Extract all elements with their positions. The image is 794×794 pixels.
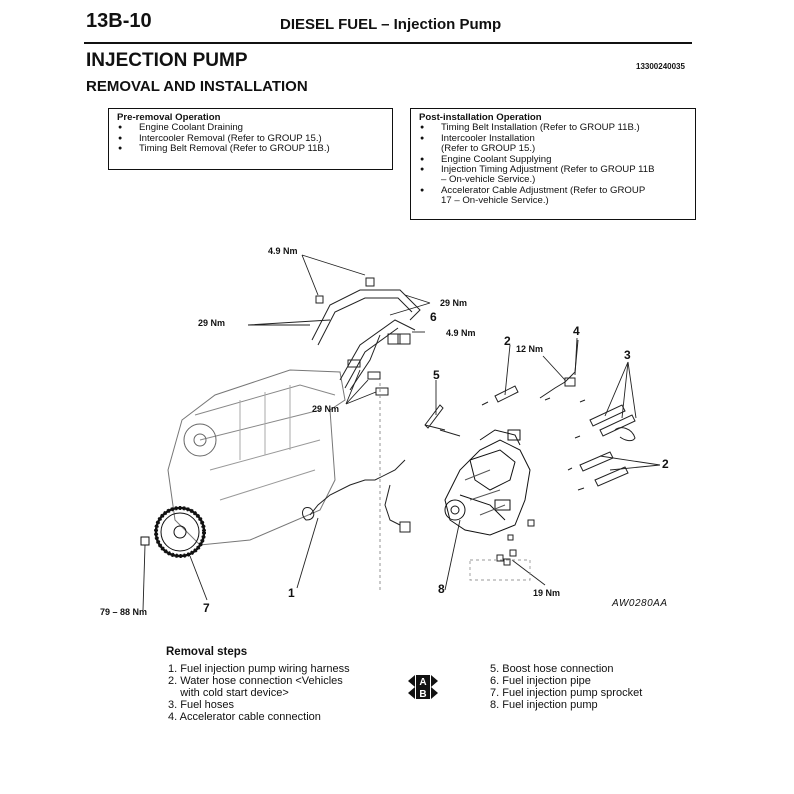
- part-number: 8: [438, 582, 445, 596]
- step-badge-a: A: [408, 675, 438, 687]
- removal-steps-right: 5. Boost hose connection 6. Fuel injecti…: [490, 663, 642, 711]
- torque-label: 4.9 Nm: [268, 246, 298, 256]
- pre-removal-list: Engine Coolant Draining Intercooler Remo…: [117, 122, 384, 155]
- list-item-continued: (Refer to GROUP 15.): [441, 143, 536, 155]
- list-item: Engine Coolant Supplying: [419, 154, 687, 166]
- header-rule: [84, 42, 692, 44]
- sprocket-nut-drawing: [140, 536, 150, 546]
- removal-steps-left: 1. Fuel injection pump wiring harness 2.…: [168, 663, 350, 723]
- section-code: 13300240035: [636, 62, 685, 71]
- list-item: Intercooler Removal (Refer to GROUP 15.): [117, 133, 384, 145]
- list-item: Injection Timing Adjustment (Refer to GR…: [419, 164, 687, 176]
- list-item: 8. Fuel injection pump: [490, 699, 598, 711]
- removal-steps-title: Removal steps: [166, 646, 248, 658]
- boost-hose-drawing: [424, 404, 461, 437]
- list-item: 6. Fuel injection pipe: [490, 675, 591, 687]
- torque-label: 79 – 88 Nm: [100, 607, 148, 617]
- list-item: 4. Accelerator cable connection: [168, 711, 321, 723]
- leader-lines: [142, 254, 661, 611]
- injection-pipes-drawing: [311, 277, 421, 396]
- section-title: INJECTION PUMP: [86, 50, 248, 71]
- post-installation-box: Post-installation Operation Timing Belt …: [410, 108, 696, 220]
- fuel-hoses-drawing: [481, 385, 636, 491]
- list-item: 5. Boost hose connection: [490, 663, 614, 675]
- list-item: 2. Water hose connection <Vehicles: [168, 675, 343, 687]
- torque-label: 19 Nm: [533, 588, 561, 598]
- pump-nuts-drawing: [496, 519, 535, 566]
- part-number: 2: [504, 334, 511, 348]
- torque-label: 29 Nm: [198, 318, 226, 328]
- torque-label: 4.9 Nm: [446, 328, 476, 338]
- accelerator-cable-drawing: [539, 339, 579, 399]
- torque-label: 29 Nm: [312, 404, 340, 414]
- section-subtitle: REMOVAL AND INSTALLATION: [86, 78, 308, 95]
- badge-letter: B: [419, 689, 426, 699]
- figure-code: AW0280AA: [612, 598, 668, 609]
- step-badge-b: B: [408, 687, 438, 699]
- list-item: with cold start device>: [168, 687, 289, 699]
- part-number: 1: [288, 586, 295, 600]
- part-number: 3: [624, 348, 631, 362]
- part-number: 2: [662, 457, 669, 471]
- post-installation-title: Post-installation Operation: [419, 112, 542, 123]
- wiring-harness-drawing: [302, 459, 411, 533]
- badge-letter: A: [419, 677, 426, 687]
- part-number: 7: [203, 601, 210, 615]
- post-installation-list: Timing Belt Installation (Refer to GROUP…: [419, 122, 687, 207]
- part-number: 4: [573, 324, 580, 338]
- part-number: 6: [430, 310, 437, 324]
- page-header-title: DIESEL FUEL – Injection Pump: [280, 16, 502, 33]
- list-item: Timing Belt Installation (Refer to GROUP…: [419, 122, 687, 134]
- list-item: 1. Fuel injection pump wiring harness: [168, 663, 350, 675]
- page-section-number: 13B-10: [86, 10, 152, 32]
- list-item: Timing Belt Removal (Refer to GROUP 11B.…: [117, 143, 384, 155]
- pre-removal-box: Pre-removal Operation Engine Coolant Dra…: [108, 108, 393, 170]
- torque-label: 29 Nm: [440, 298, 468, 308]
- list-item: 7. Fuel injection pump sprocket: [490, 687, 643, 699]
- injection-pump-drawing: [444, 429, 531, 536]
- part-number: 5: [433, 368, 440, 382]
- list-item: Intercooler Installation: [419, 133, 687, 145]
- engine-block-drawing: [167, 369, 346, 546]
- list-item-continued: 17 – On-vehicle Service.): [441, 195, 549, 207]
- list-item-continued: – On-vehicle Service.): [441, 174, 536, 186]
- injection-pump-diagram: [140, 254, 661, 611]
- pump-sprocket-drawing: [154, 506, 206, 558]
- list-item: Engine Coolant Draining: [117, 122, 384, 134]
- list-item: Accelerator Cable Adjustment (Refer to G…: [419, 185, 687, 197]
- pre-removal-title: Pre-removal Operation: [117, 112, 221, 123]
- list-item: 3. Fuel hoses: [168, 699, 235, 711]
- torque-label: 12 Nm: [516, 344, 544, 354]
